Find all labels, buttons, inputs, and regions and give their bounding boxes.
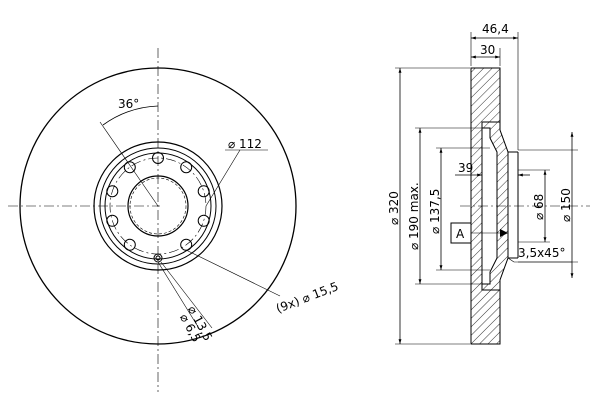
- center-bore-label: ⌀ 68: [532, 194, 546, 220]
- disc-thickness-label: 30: [480, 43, 495, 57]
- outer-disc-circle: [19, 67, 297, 345]
- bolt-hole: [180, 161, 193, 174]
- datum-label: A: [456, 227, 465, 241]
- bolt-hole: [106, 185, 119, 198]
- bolt-hole: [106, 214, 119, 227]
- overall-width-label: 46,4: [482, 22, 509, 36]
- angle-leader: [99, 121, 159, 207]
- bolt-hole: [123, 161, 136, 174]
- bolt-hole: [152, 152, 164, 164]
- pcd-leader: [205, 149, 241, 207]
- hub-diameter-label: ⌀ 150: [559, 188, 573, 222]
- hat-diameter-label: ⌀ 137,5: [428, 189, 442, 234]
- section-view: 46,4 30 ⌀ 320 ⌀ 190 max. ⌀ 137,5 39 ⌀ 68: [387, 22, 590, 345]
- bore-dashed-circle: [129, 177, 187, 235]
- hat-outer-circle: [93, 141, 223, 271]
- outer-diameter-label: ⌀ 320: [387, 191, 401, 225]
- small-hole-inner: [155, 255, 161, 261]
- max-pad-diameter-label: ⌀ 190 max.: [407, 182, 421, 250]
- center-bore-circle: [127, 175, 189, 237]
- bolt-hole: [197, 185, 210, 198]
- hole-leader-2: [157, 261, 201, 331]
- holes-count-label: (9x) ⌀ 15,5: [274, 279, 340, 316]
- angle-label: 36°: [118, 97, 139, 111]
- bolt-hole: [123, 238, 136, 251]
- hat-depth-label: 39: [458, 161, 473, 175]
- bolt-holes: [106, 152, 210, 263]
- bolt-hole: [197, 214, 210, 227]
- datum-triangle: [500, 229, 508, 237]
- pcd-label: ⌀ 112: [228, 137, 262, 151]
- hole-leader: [160, 261, 213, 329]
- angle-arc: [102, 105, 159, 126]
- front-view: 36° ⌀ 112 ⌀ 13,5 ⌀ 6,5 (9x) ⌀ 15,5: [8, 48, 340, 392]
- chamfer-leader-2: [507, 257, 515, 263]
- hat-inner-circle: [99, 147, 217, 265]
- holes-count-leader: [185, 249, 281, 297]
- chamfer-label: 3,5x45°: [518, 246, 565, 260]
